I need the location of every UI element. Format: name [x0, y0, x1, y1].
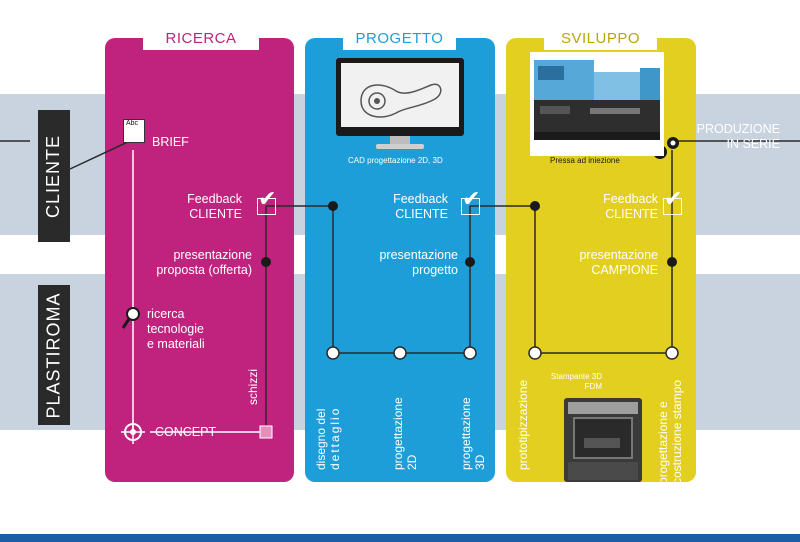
row-label-plastiroma: PLASTIROMA [38, 285, 70, 425]
injection-press-image [530, 52, 664, 156]
concept-label: CONCEPT [155, 425, 217, 439]
sviluppo-title: SVILUPPO [544, 26, 657, 50]
schizzi-label: schizzi [246, 368, 260, 405]
check-icon: ✔ [258, 186, 277, 211]
check-box [461, 198, 480, 215]
footer-strip [0, 534, 800, 542]
3d-printer-image [560, 398, 646, 484]
cad-caption: CAD progettazione 2D, 3D [348, 156, 443, 165]
prototipizzazione-label: prototipizzazione [516, 379, 530, 470]
check-icon: ✔ [664, 186, 683, 211]
magnifier-icon [121, 307, 140, 329]
check-icon: ✔ [462, 186, 481, 211]
progetto-title: PROGETTO [343, 26, 456, 50]
press-caption: Pressa ad iniezione [550, 156, 620, 165]
brief-label: BRIEF [152, 135, 189, 149]
document-icon: Abc [123, 119, 145, 143]
ricerca-title: RICERCA [143, 26, 259, 50]
row-label-cliente: CLIENTE [38, 110, 70, 242]
check-box [663, 198, 682, 215]
check-box [257, 198, 276, 215]
cad-monitor-image [336, 58, 464, 150]
target-icon [121, 420, 145, 444]
